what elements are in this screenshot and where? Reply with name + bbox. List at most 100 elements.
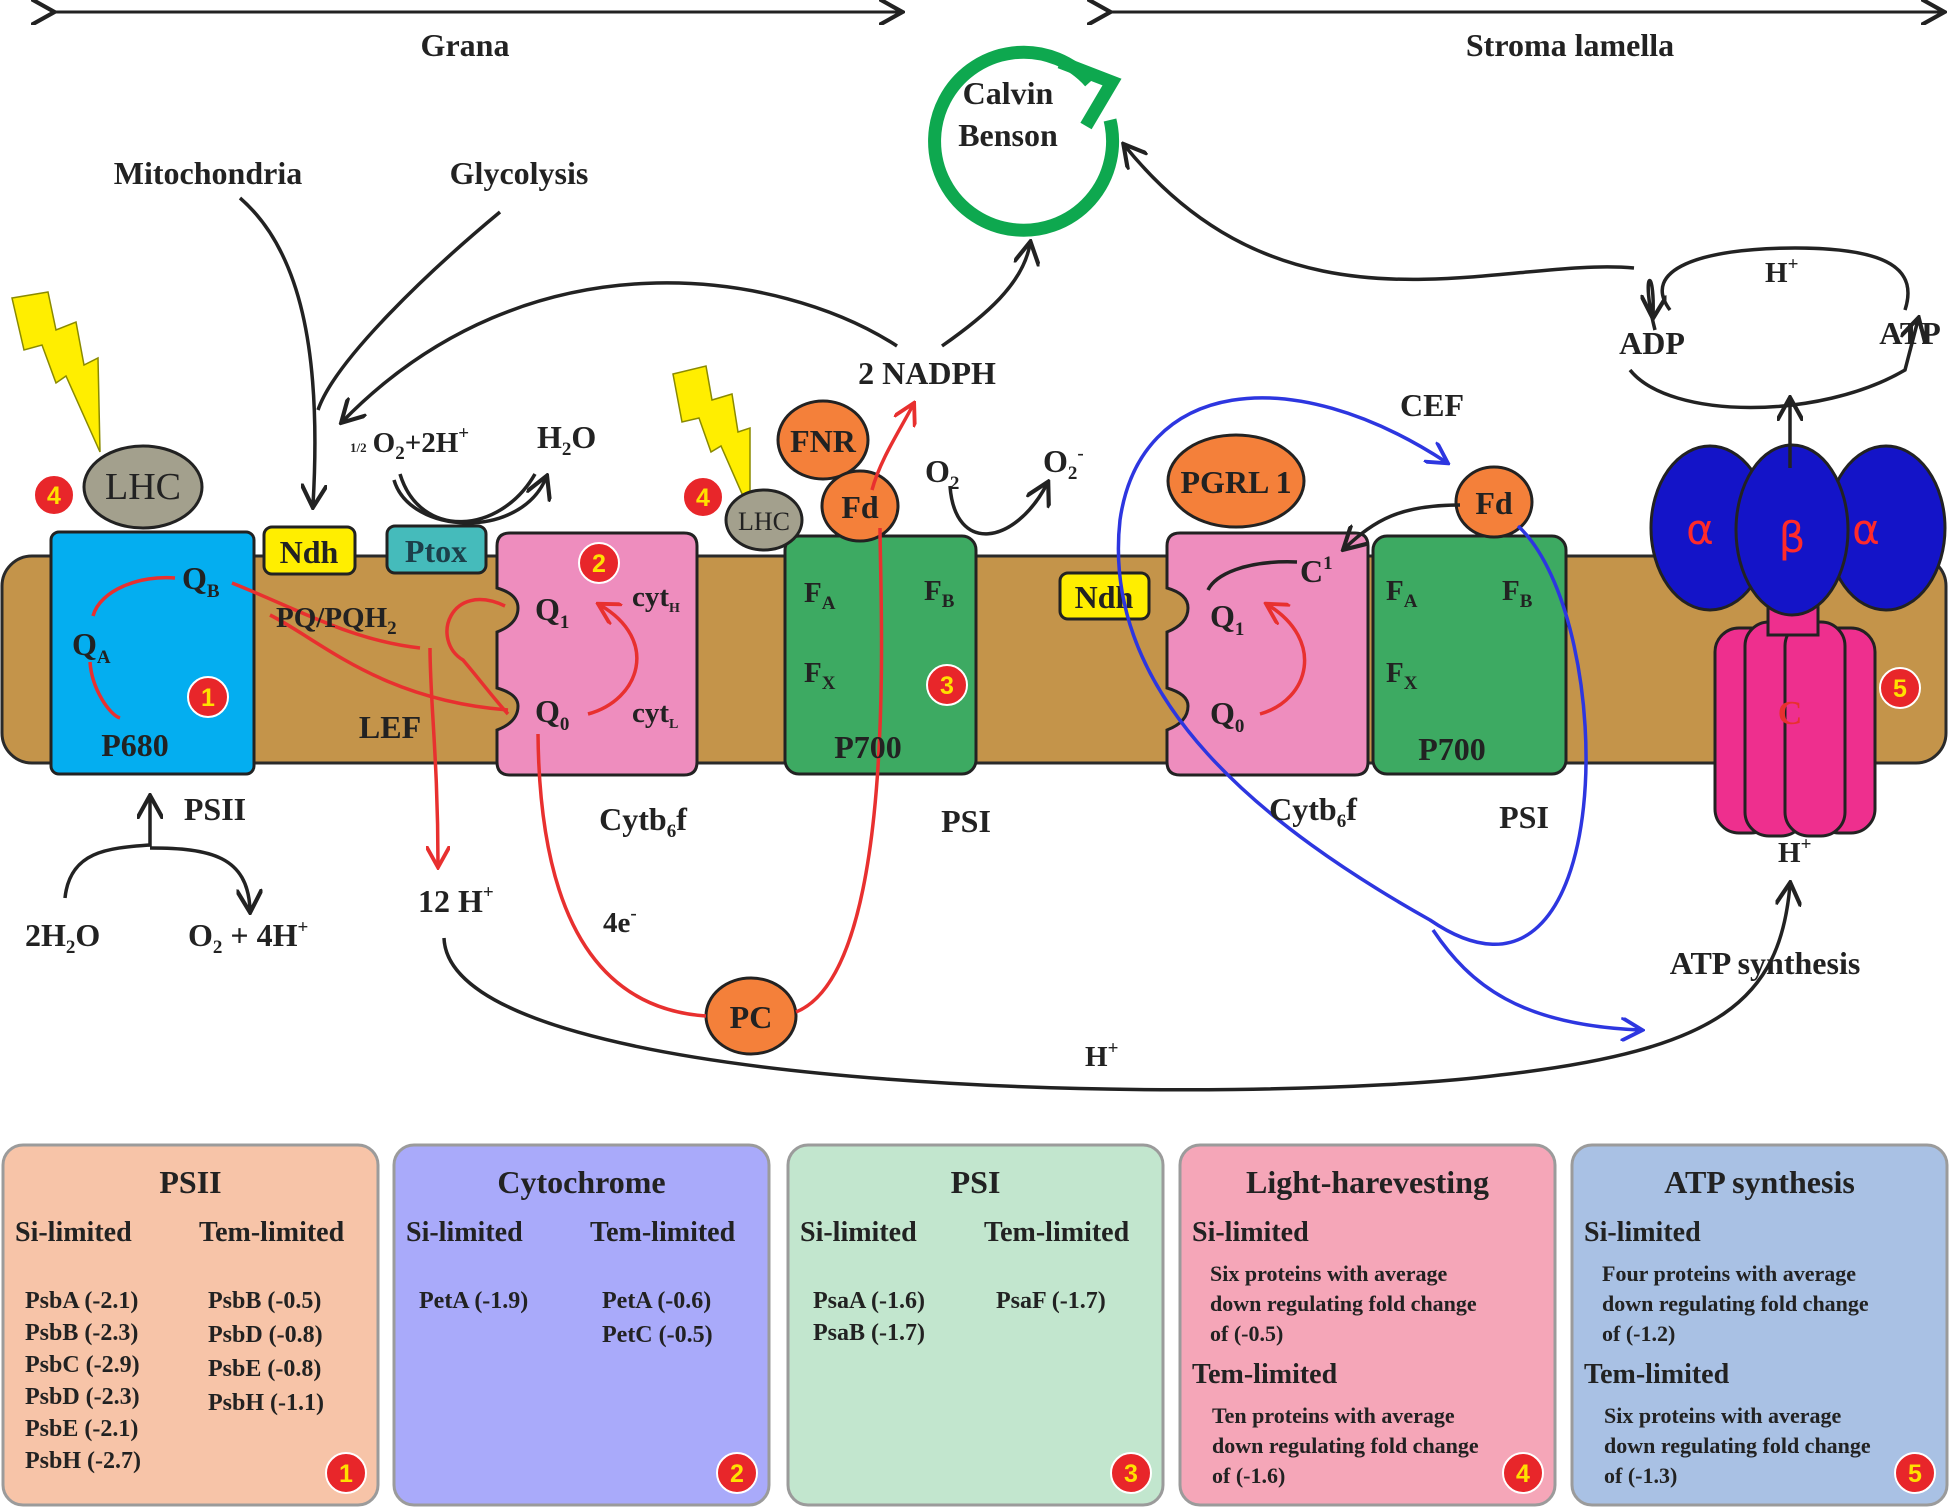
q1-right-label: Q1 — [1210, 598, 1244, 640]
box-list-item: PsbH (-1.1) — [208, 1390, 324, 1416]
box-title: PSI — [951, 1164, 1001, 1200]
h2o-product-label: H2O — [537, 419, 596, 460]
box-section-header: Tem-limited — [1584, 1359, 1730, 1390]
fa-label: FA — [804, 577, 836, 614]
box-list-item: PetC (-0.5) — [602, 1322, 713, 1348]
box-badge-4: 4 — [1502, 1452, 1544, 1494]
nadph-label: 2 NADPH — [858, 355, 996, 391]
ndh-complex — [262, 525, 357, 576]
h2o-input-label: 2H2O — [25, 917, 100, 958]
diagram-badge-2: 2 — [578, 542, 620, 584]
calvin-label: Calvin — [963, 75, 1054, 111]
ptox-complex — [385, 524, 488, 575]
psi-right-complex — [1371, 534, 1568, 776]
box-title: Light-harevesting — [1246, 1164, 1489, 1200]
calvin-cycle — [928, 45, 1122, 237]
box-list-item: PsbH (-2.7) — [25, 1448, 141, 1474]
beta-label: β — [1779, 513, 1806, 562]
box-list-item: PetA (-0.6) — [602, 1288, 711, 1314]
box-list-item: PsaA (-1.6) — [813, 1288, 925, 1314]
diagram-badge-1: 1 — [187, 676, 229, 718]
c1-label: C1 — [1300, 553, 1333, 589]
diagram-badge-5: 5 — [1879, 667, 1921, 709]
box-title: ATP synthesis — [1664, 1164, 1855, 1200]
box-badge-5: 5 — [1894, 1452, 1936, 1494]
q0-right-label: Q0 — [1210, 695, 1244, 737]
box-paragraph-line: of (-1.6) — [1212, 1463, 1285, 1488]
box-paragraph-line: of (-1.3) — [1604, 1463, 1677, 1488]
diagram-badge-4: 4 — [682, 476, 724, 518]
box-list-item: PetA (-1.9) — [419, 1288, 528, 1314]
box-paragraph-line: Six proteins with average — [1604, 1403, 1842, 1428]
box-list-item: PsbD (-2.3) — [25, 1384, 140, 1410]
q0-label: Q0 — [535, 693, 569, 735]
pq-label: PQ/PQH2 — [276, 602, 397, 639]
box-paragraph-line: down regulating fold change — [1212, 1433, 1479, 1458]
svg-text:4: 4 — [696, 484, 710, 512]
pgrl1-complex — [1166, 433, 1306, 529]
fd-right-complex — [1454, 465, 1534, 539]
box-col-header: Tem-limited — [984, 1217, 1130, 1248]
box-list-item: PsbE (-0.8) — [208, 1356, 321, 1382]
box-section-header: Tem-limited — [1192, 1359, 1338, 1390]
atp-synthesis-label: ATP synthesis — [1670, 945, 1861, 981]
black-arrows — [63, 146, 1918, 1092]
box-list-item: PsbD (-0.8) — [208, 1322, 323, 1348]
box-title: Cytochrome — [497, 1164, 665, 1200]
cef-arrow — [1116, 396, 1640, 1030]
pc-label: PC — [730, 999, 773, 1035]
h-bottom-label: H+ — [1085, 1038, 1118, 1073]
fnr-label: FNR — [790, 423, 857, 459]
box-paragraph-line: of (-1.2) — [1602, 1321, 1675, 1346]
psi-label: PSI — [941, 803, 991, 839]
box-section-header: Si-limited — [1192, 1217, 1309, 1248]
psii-label: PSII — [184, 791, 246, 827]
alpha-left-label: α — [1686, 505, 1714, 554]
svg-text:3: 3 — [940, 672, 954, 700]
cytb6f-complex — [495, 531, 699, 777]
o2-minus-label: O2- — [1043, 443, 1084, 484]
svg-text:1: 1 — [339, 1460, 353, 1488]
lhc-complex — [82, 444, 204, 530]
c-ring-label: C — [1778, 695, 1803, 732]
cytl-label: cytL — [632, 697, 678, 732]
box-badge-1: 1 — [325, 1452, 367, 1494]
q1-label: Q1 — [535, 591, 569, 633]
lightning-bolt-icon — [11, 291, 101, 453]
box-list-item: PsaF (-1.7) — [996, 1288, 1106, 1314]
psi-right-label: PSI — [1499, 799, 1549, 835]
cef-label: CEF — [1400, 387, 1464, 423]
box-badge-2: 2 — [716, 1452, 758, 1494]
box-paragraph-line: Four proteins with average — [1602, 1261, 1856, 1286]
benson-label: Benson — [958, 117, 1058, 153]
box-list-item: PsbC (-2.9) — [25, 1352, 140, 1378]
box-paragraph-line: down regulating fold change — [1604, 1433, 1871, 1458]
h-top-label: H+ — [1765, 254, 1798, 289]
lhc-label: LHC — [105, 466, 181, 508]
grana-label: Grana — [421, 27, 510, 63]
fnr-complex — [776, 399, 870, 481]
fx-label: FX — [804, 657, 836, 694]
box-paragraph-line: down regulating fold change — [1210, 1291, 1477, 1316]
svg-text:2: 2 — [592, 550, 606, 578]
p700-label: P700 — [834, 729, 902, 765]
box-paragraph-line: Six proteins with average — [1210, 1261, 1448, 1286]
pgrl1-label: PGRL 1 — [1180, 464, 1291, 500]
diagram-badge-3: 3 — [926, 664, 968, 706]
lhc-small-complex — [724, 488, 804, 552]
box-title: PSII — [159, 1164, 221, 1200]
qa-label: QA — [72, 626, 111, 668]
box-paragraph-line: of (-0.5) — [1210, 1321, 1283, 1346]
box-col-header: Tem-limited — [590, 1217, 736, 1248]
box-list-item: PsbB (-0.5) — [208, 1288, 321, 1314]
box-list-item: PsbE (-2.1) — [25, 1416, 138, 1442]
svg-text:5: 5 — [1893, 675, 1907, 703]
lightning-bolt-icon — [672, 365, 751, 513]
fb-label: FB — [924, 575, 955, 612]
p680-label: P680 — [101, 727, 169, 763]
